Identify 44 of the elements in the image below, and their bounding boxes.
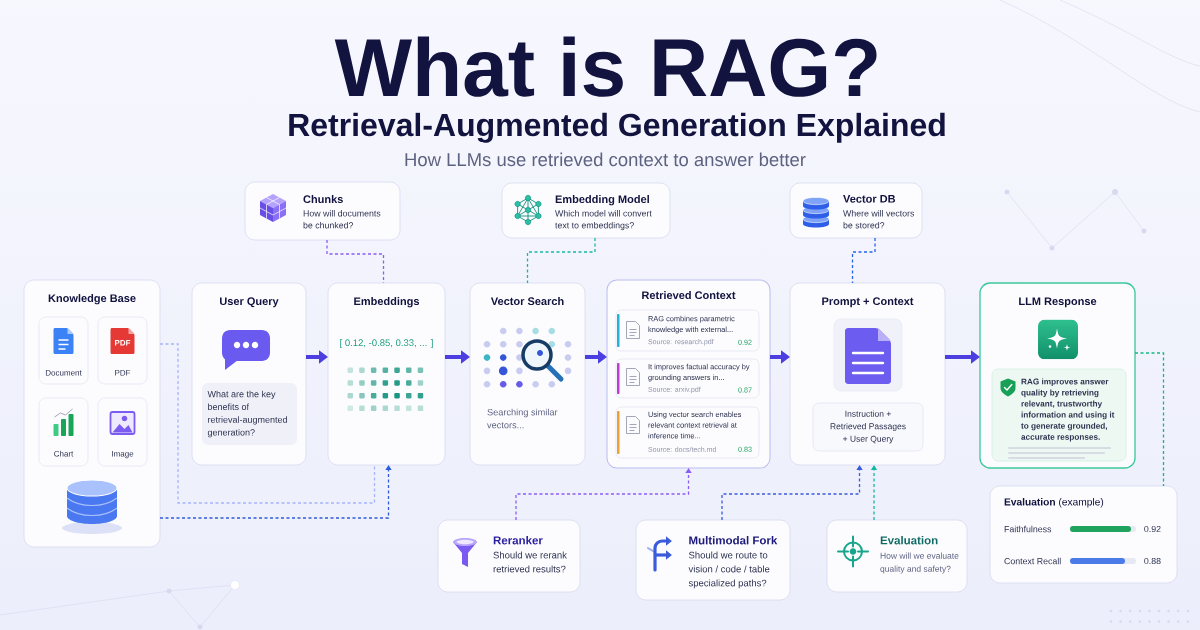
- dashed-connector: [526, 237, 596, 284]
- dashed-connector: [1134, 352, 1165, 487]
- card-title: User Query: [220, 297, 279, 308]
- card-title: Vector Search: [490, 297, 564, 306]
- dashed-connector: [159, 343, 376, 504]
- dashed-connector: [851, 237, 876, 284]
- metric-value: 0.92: [1144, 525, 1161, 533]
- status-text: Searching similar vectors...: [487, 408, 558, 429]
- tile-label: Image: [112, 451, 134, 459]
- callout-title: Vector DB: [843, 195, 896, 203]
- file-type-text: PDF: [115, 340, 131, 346]
- card-title: Prompt + Context: [822, 297, 914, 308]
- callout-text: Should we route to vision / code / table specialized paths?: [688, 551, 770, 589]
- callout-title: Embedding Model: [555, 195, 649, 206]
- dashed-connector: [515, 468, 692, 521]
- dashed-connector: [721, 465, 863, 521]
- callout-title: Evaluation: [880, 536, 938, 545]
- metric-value: 0.88: [1144, 557, 1161, 565]
- callout-text: Where will vectors be stored?: [843, 210, 915, 229]
- subtitle: Retrieval-Augmented Generation Explained: [289, 112, 945, 143]
- tile-label: PDF: [115, 370, 131, 376]
- callout-text: How will we evaluate quality and safety?: [880, 552, 959, 574]
- callout-text: How will documents be chunked?: [303, 210, 381, 229]
- tile-label: Chart: [54, 450, 74, 457]
- callout-title: Reranker: [493, 536, 543, 545]
- prompt-box: Instruction + Retrieved Passages + User Query: [812, 402, 924, 452]
- card-title: LLM Response: [1019, 297, 1097, 308]
- title: What is RAG?: [334, 36, 877, 97]
- card-title: Retrieved Context: [642, 291, 736, 300]
- callout-title: Multimodal Fork: [689, 536, 778, 545]
- callout-text: Which model will convert text to embeddings?: [555, 210, 652, 231]
- tagline: How LLMs use retrieved context to answer better: [405, 152, 806, 167]
- card-title: Embeddings: [354, 297, 420, 308]
- callout-text: Should we rerank retrieved results?: [493, 551, 567, 573]
- answer-text: RAG improves answer quality by retrieving relevant, trustworthy information and using it to generate grounded, accurate responses.: [1021, 378, 1115, 442]
- dashed-connector: [159, 465, 392, 519]
- vector-text: [ 0.12, -0.85, 0.33, ... ]: [340, 339, 433, 348]
- callout-title: Chunks: [303, 195, 343, 204]
- query-box: What are the key benefits of retrieval-augmented generation?: [202, 383, 297, 445]
- card-title: Evaluation (example): [1004, 498, 1104, 508]
- metric-label: Faithfulness: [1004, 525, 1052, 533]
- card-title: Knowledge Base: [48, 294, 136, 305]
- tile-label: Document: [45, 370, 82, 376]
- metric-label: Context Recall: [1004, 557, 1061, 565]
